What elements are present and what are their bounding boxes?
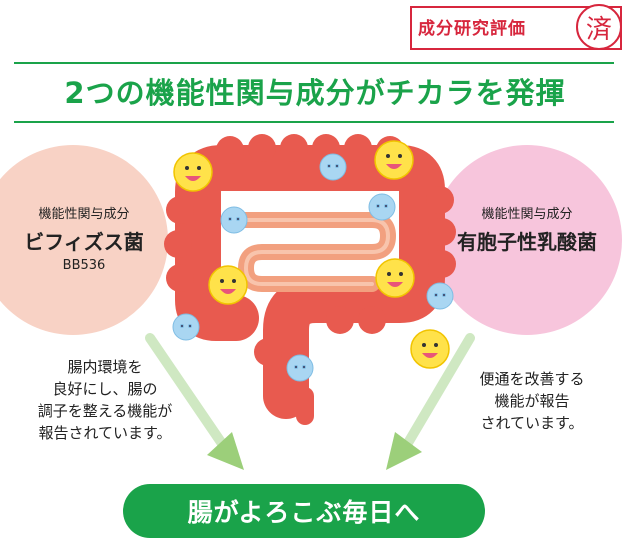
left-arrow-icon <box>145 333 244 470</box>
left-ingredient-circle <box>0 145 168 335</box>
left-description-line: 腸内環境を <box>67 358 143 376</box>
heading-top-rule <box>14 62 614 64</box>
left-description-line: 良好にし、腸の <box>52 380 158 398</box>
page-title: 2つの機能性関与成分がチカラを発揮 <box>64 76 566 110</box>
left-ingredient-code: BB536 <box>62 258 106 273</box>
left-description: 腸内環境を 良好にし、腸の 調子を整える機能が 報告されています。 <box>20 356 190 444</box>
right-description-line: 機能が報告 <box>494 392 570 410</box>
footer-banner: 腸がよろこぶ毎日へ <box>123 484 485 538</box>
right-arrow-icon <box>386 333 475 470</box>
smiley-bacteria-icon <box>173 140 450 369</box>
right-description-line: されています。 <box>480 414 584 432</box>
left-ingredient-name: ビフィズス菌 <box>24 230 144 254</box>
right-description-line: 便通を改善する <box>479 370 585 388</box>
left-description-line: 報告されています。 <box>38 424 172 442</box>
large-intestine <box>175 145 445 419</box>
right-ingredient-caption: 機能性関与成分 <box>481 207 573 222</box>
badge-label: 成分研究評価 <box>418 19 526 39</box>
right-ingredient-name: 有胞子性乳酸菌 <box>457 230 597 254</box>
right-description: 便通を改善する 機能が報告 されています。 <box>448 368 616 434</box>
left-ingredient-caption: 機能性関与成分 <box>38 207 130 222</box>
heading-bottom-rule <box>14 121 614 123</box>
left-description-line: 調子を整える機能が <box>37 402 173 420</box>
blue-bacteria-icon <box>172 153 454 382</box>
right-ingredient-circle <box>432 145 622 335</box>
approved-stamp-icon: 済 <box>576 4 622 50</box>
